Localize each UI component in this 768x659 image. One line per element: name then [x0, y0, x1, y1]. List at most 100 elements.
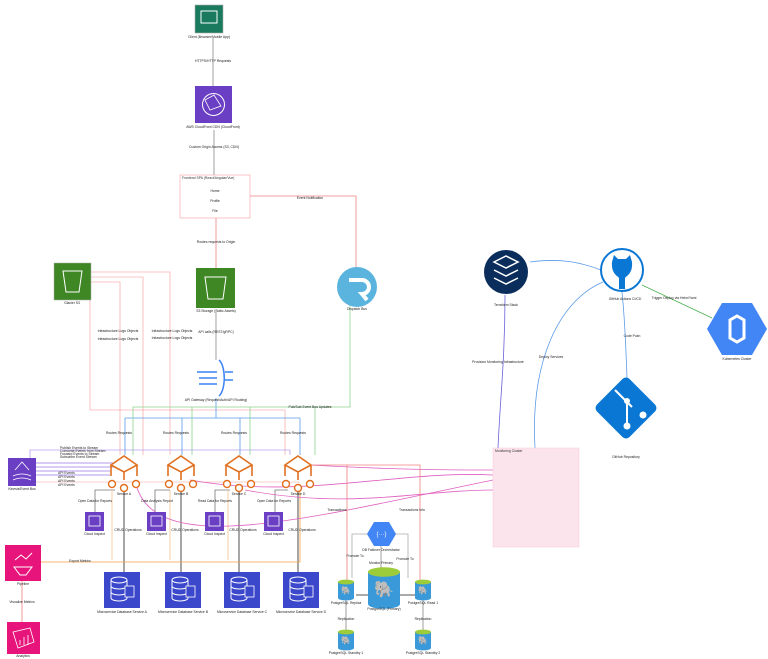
- function-label: DB Failover Orchestrator: [362, 548, 400, 552]
- edge-label: Open Data for Reports: [78, 499, 112, 503]
- monitor-title: Monitoring Cluster: [495, 449, 523, 453]
- layers-label: Terraform Stack: [494, 303, 518, 307]
- service-label: Service D: [291, 492, 306, 496]
- edge-label: API Events: [58, 471, 75, 475]
- edge-label: Infrastructure Logs Objects: [152, 336, 193, 340]
- database-node[interactable]: Microservice Database Service A: [97, 572, 148, 614]
- edge-label: Read Data for Reports: [198, 499, 232, 503]
- edge-label: Provision Monitoring Infrastructure: [472, 360, 524, 364]
- gcp-node[interactable]: Kubernetes Cluster: [707, 303, 767, 361]
- postgres-label: PostgreSQL Standby 2: [406, 651, 441, 655]
- postgres-group: 🐘 PostgreSQL (Primary) 🐘PostgreSQL Replica…: [329, 567, 441, 655]
- edge-label: Transactions Info: [399, 508, 425, 512]
- postgres-elephant-icon: 🐘: [341, 586, 351, 595]
- service-icon: [166, 455, 196, 480]
- postgres-elephant-icon: 🐘: [418, 586, 428, 595]
- bucket-left-node[interactable]: Glacier S3: [53, 262, 92, 305]
- service-node[interactable]: Service C: [222, 455, 256, 496]
- edge-label: Monitor Primary: [369, 561, 393, 565]
- worker-node[interactable]: Cloud Inspect: [84, 512, 105, 536]
- postgres-label: PostgreSQL (Primary): [367, 607, 400, 611]
- database-label: Microservice Database Service A: [97, 610, 147, 614]
- pipeline-node[interactable]: Pipeline: [5, 545, 41, 586]
- edge-label: Promote To: [396, 557, 413, 561]
- database-node[interactable]: Microservice Database Service C: [217, 572, 268, 614]
- service-label: Service B: [174, 492, 189, 496]
- postgres-node[interactable]: 🐘 PostgreSQL Read 1: [408, 579, 438, 605]
- postgres-node[interactable]: 🐘PostgreSQL Replica: [331, 579, 362, 605]
- frontend-item-file[interactable]: File: [212, 209, 218, 213]
- service-icon: [224, 455, 254, 480]
- frontend-item-home[interactable]: Home: [210, 189, 219, 193]
- edge-label: Routes Requests: [221, 431, 247, 435]
- worker-label: Cloud Inspect: [204, 532, 225, 536]
- postgres-label: PostgreSQL Read 1: [408, 601, 438, 605]
- service-node[interactable]: Service A: [107, 455, 141, 496]
- worker-node[interactable]: Cloud Inspect: [146, 512, 167, 536]
- edge-label: Data Analysis Report: [141, 499, 173, 503]
- cdn-node[interactable]: AWS CloudFront CDN (CloudFront): [186, 86, 240, 129]
- postgres-node[interactable]: 🐘 PostgreSQL (Primary): [367, 567, 401, 611]
- edge-label: CRUD Operations: [171, 528, 199, 532]
- postgres-node[interactable]: 🐘PostgreSQL Standby 2: [406, 629, 441, 655]
- layers-node[interactable]: Terraform Stack: [484, 250, 528, 307]
- stream-label: Kinesis/Event Bus: [8, 487, 36, 491]
- edge-label: Infrastructure Logs Objects: [98, 337, 139, 341]
- database-node[interactable]: Microservice Database Service B: [158, 572, 209, 614]
- edge-label: Routes Requests: [163, 431, 189, 435]
- bucket-main-node[interactable]: S3 Storage (Static Assets): [196, 268, 236, 313]
- monitor-box[interactable]: Monitoring Cluster: [492, 447, 580, 548]
- frontend-item-profile[interactable]: Profile: [210, 199, 220, 203]
- analytics-label: Analytics: [16, 654, 30, 658]
- gcp-label: Kubernetes Cluster: [722, 357, 752, 361]
- edge-label: CRUD Operations: [114, 528, 142, 532]
- service-node[interactable]: Service D: [281, 455, 315, 496]
- client-label: Client (Browser/Mobile App): [188, 35, 230, 39]
- git-label: GitHub Repository: [612, 455, 640, 459]
- database-label: Microservice Database Service B: [158, 610, 209, 614]
- edge-label: Promote To: [346, 554, 363, 558]
- edge-label: Trigger Deploy via Helm/Yaml: [652, 296, 697, 300]
- recovery-node[interactable]: Dispatch Bus: [337, 267, 377, 311]
- frontend-box[interactable]: Frontend SPA (React/Angular/Vue) Home Pr…: [179, 174, 251, 219]
- edge-label: API Events: [58, 475, 75, 479]
- git-node[interactable]: GitHub Repository: [593, 375, 658, 459]
- github-node[interactable]: GitHub Actions CI/CD: [600, 248, 644, 301]
- database-label: Microservice Database Service D: [276, 610, 327, 614]
- worker-node[interactable]: Cloud Inspect: [263, 512, 284, 536]
- gateway-node[interactable]: API Gateway (Request/Auth/API Routing): [185, 359, 248, 402]
- edge-label: Routes requests to Origin: [197, 240, 236, 244]
- edge-label: Routes Requests: [280, 431, 306, 435]
- worker-label: Cloud Inspect: [84, 532, 105, 536]
- edge-label: CRUD Operations: [229, 528, 257, 532]
- postgres-node[interactable]: 🐘 PostgreSQL Standby 1: [329, 629, 364, 655]
- database-node[interactable]: Microservice Database Service D: [276, 572, 327, 614]
- edge-label: Pub/Sub Event Bus Updates: [289, 405, 332, 409]
- analytics-node[interactable]: Analytics: [7, 622, 40, 658]
- frontend-title: Frontend SPA (React/Angular/Vue): [182, 176, 234, 180]
- service-icon: [283, 455, 313, 480]
- edge-label: Deploy Services: [539, 355, 564, 359]
- edge-label: Infrastructure Logs Objects: [152, 329, 193, 333]
- edge-label: Replication: [338, 617, 355, 621]
- worker-label: Cloud Inspect: [146, 532, 167, 536]
- postgres-label: PostgreSQL Standby 1: [329, 651, 364, 655]
- edge-label: Subscribe Event Stream: [60, 455, 97, 459]
- edge-label: HTTPS/HTTP Requests: [195, 59, 231, 63]
- edge-label: Export Metrics: [69, 559, 91, 563]
- database-label: Microservice Database Service C: [217, 610, 268, 614]
- edge-label: Transactions: [327, 508, 347, 512]
- stream-node[interactable]: Kinesis/Event Bus: [8, 458, 36, 491]
- postgres-elephant-icon: 🐘: [341, 636, 351, 645]
- function-node[interactable]: {···} DB Failover Orchestrator: [362, 522, 401, 552]
- edge-label: Event Notification: [297, 196, 323, 200]
- recovery-label: Dispatch Bus: [347, 307, 367, 311]
- service-node[interactable]: Service B: [164, 455, 198, 496]
- service-label: Service A: [117, 492, 132, 496]
- worker-node[interactable]: Cloud Inspect: [204, 512, 225, 536]
- service-label: Service C: [232, 492, 247, 496]
- edge-label: Code Push: [624, 334, 641, 338]
- client-node[interactable]: Client (Browser/Mobile App): [188, 4, 230, 39]
- postgres-elephant-icon: 🐘: [374, 580, 394, 598]
